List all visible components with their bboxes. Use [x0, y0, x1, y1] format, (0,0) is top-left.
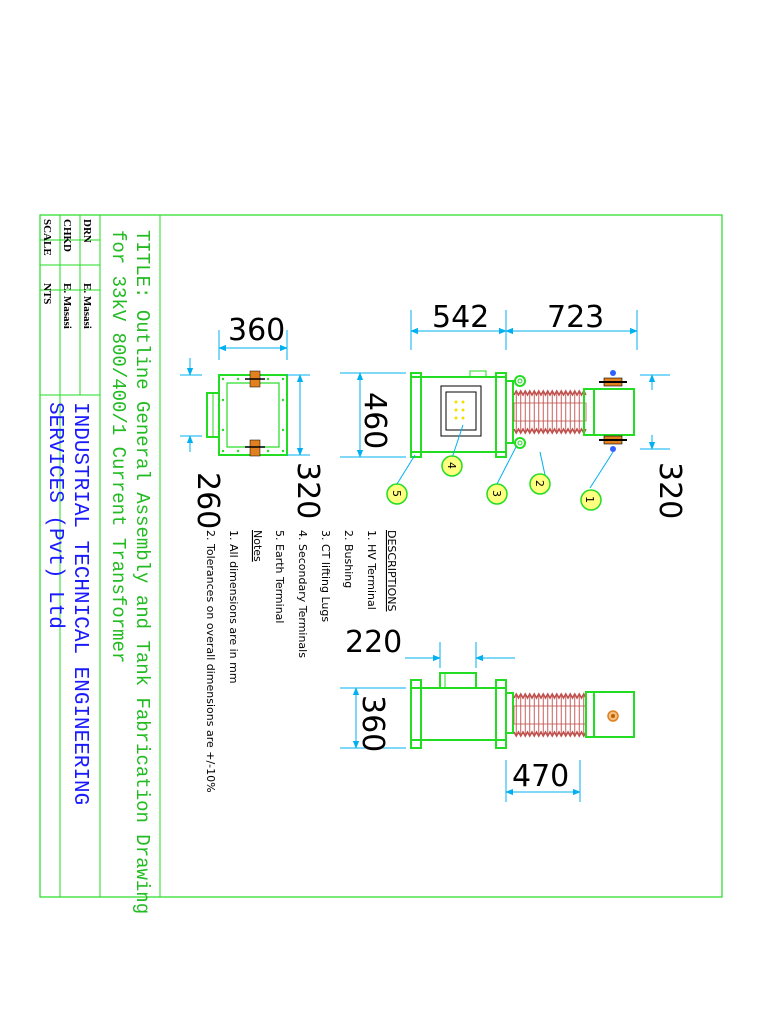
drn-value: E. Masasi	[81, 283, 93, 329]
title-block: DRN CHKD SCALE E. Masasi E. Masasi NTS I…	[40, 215, 161, 914]
title-line2: for 33kV 800/400/1 Current Transformer	[107, 230, 129, 663]
bushing-core	[513, 402, 587, 422]
dim-470: 470	[512, 759, 569, 794]
description-item: 2. Bushing	[342, 530, 355, 588]
front-view: 542 723 460 320 1 2 3 4	[340, 300, 687, 519]
svg-text:4: 4	[445, 462, 458, 469]
svg-text:5: 5	[390, 490, 403, 497]
description-item: 1. HV Terminal	[365, 530, 378, 610]
note-item: 2. Tolerances on overall dimensions are …	[204, 530, 217, 793]
dim-460: 460	[357, 392, 392, 449]
bushing-profile	[513, 692, 587, 700]
balloon-3: 3	[486, 446, 517, 505]
descriptions: DESCRIPTIONS 1. HV Terminal 2. Bushing 3…	[273, 530, 398, 658]
company-line1: INDUSTRIAL TECHNICAL ENGINEERING	[68, 402, 91, 805]
plan-view: 360 320 260	[180, 313, 325, 529]
svg-text:3: 3	[490, 490, 503, 497]
side-view: 220 360 470	[340, 625, 635, 802]
chkd-value: E. Masasi	[61, 283, 73, 329]
notes-heading: Notes	[251, 530, 264, 562]
balloon-5: 5	[386, 454, 416, 505]
outer-frame	[39, 214, 723, 898]
note-item: 1. All dimensions are in mm	[227, 530, 240, 684]
drn-label: DRN	[81, 219, 93, 243]
balloon-4: 4	[441, 424, 464, 477]
svg-text:2: 2	[533, 480, 546, 487]
descriptions-heading: DESCRIPTIONS	[385, 530, 398, 611]
hv-terminal	[599, 370, 627, 452]
title-line1: TITLE: Outline General Assembly and Tank…	[131, 230, 153, 914]
dim-220: 220	[345, 625, 402, 660]
dim-360-side: 360	[355, 695, 390, 752]
description-item: 3. CT lifting Lugs	[319, 530, 332, 622]
scale-value: NTS	[41, 283, 53, 304]
dim-320-plan: 320	[290, 462, 325, 519]
notes: Notes 1. All dimensions are in mm 2. Tol…	[204, 530, 264, 793]
dim-260: 260	[190, 472, 225, 529]
dim-542: 542	[432, 300, 489, 335]
balloon-1: 1	[580, 451, 614, 511]
bushing-profile	[513, 427, 587, 435]
bushing-profile	[513, 389, 587, 397]
chkd-label: CHKD	[61, 219, 73, 252]
bushing-profile	[513, 730, 587, 738]
svg-text:1: 1	[583, 496, 596, 503]
dim-723: 723	[547, 300, 604, 335]
bushing	[513, 389, 587, 435]
balloon-2: 2	[529, 451, 551, 495]
bushing-side	[513, 692, 587, 738]
dim-320-front: 320	[652, 462, 687, 519]
description-item: 4. Secondary Terminals	[296, 530, 309, 658]
description-item: 5. Earth Terminal	[273, 530, 286, 623]
scale-label: SCALE	[41, 219, 53, 256]
company-line2: SERVICES (Pvt) Ltd	[43, 402, 66, 629]
dim-360-plan: 360	[228, 313, 285, 348]
